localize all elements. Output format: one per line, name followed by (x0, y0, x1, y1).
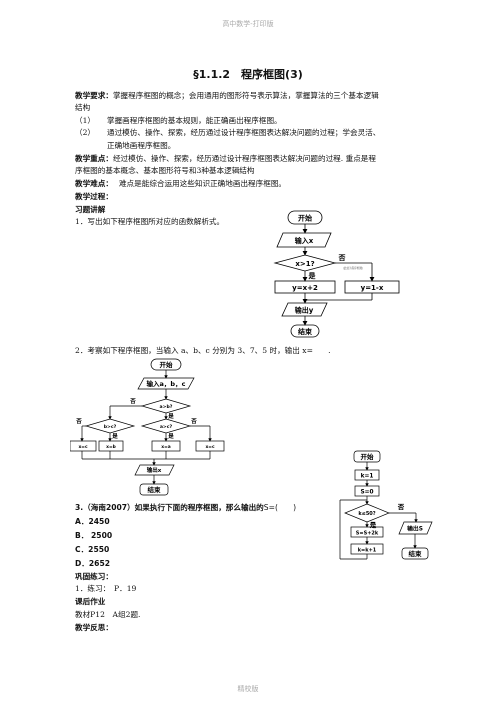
fc1-no-label: 否 (338, 254, 346, 262)
fc2-no-label-left: 否 (76, 417, 82, 425)
fc3-cond-text: k≤50? (358, 511, 375, 517)
fc2-process-2 (98, 440, 124, 452)
fc2-yes-label-right: 是 (167, 432, 174, 440)
fc3-end-terminal (401, 547, 429, 560)
consolidate-text: 1．练习： P．19 (75, 584, 137, 593)
fc2-process-3-text: x=a (161, 445, 171, 450)
fc1-input-text: 输入x (295, 236, 314, 245)
process-label: 教学过程： (75, 192, 113, 201)
fc1-right-proc-text: y=1-x (361, 284, 384, 292)
fc2-yes-label-left: 是 (111, 432, 118, 440)
question-3-text: 3.（海南2007）如果执行下面的程序框图，那么输出的 (75, 503, 264, 512)
fc2-output-parallelogram (134, 464, 175, 476)
question-3-blank: S=( ) (263, 503, 297, 512)
fc1-end-terminal (290, 324, 320, 338)
fc1-output-parallelogram (281, 302, 328, 317)
question-1: 1．写出如下程序框图所对应的函数解析式。 (75, 217, 225, 226)
option-a: A．2450 (75, 517, 110, 526)
difficulty-line: 教学难点： 难点是能综合运用这些知识正确地画出程序框图。 (75, 178, 286, 191)
fc1-yes-label: 是 (308, 271, 317, 280)
goals-item-1: 掌握画程序框图的基本规则，能正确画出程序框图。 (107, 116, 282, 125)
goals-item-2a: 通过模仿、操作、探索，经历通过设计程序框图表达解决问题的过程；学会灵活、 (107, 128, 381, 137)
fc2-process-1-text: x=c (78, 445, 88, 450)
homework-text: 教材P12 A组2题. (75, 610, 141, 619)
question-2: 2．考察如下程序框图，当输入 a、b、c 分别为 3、7、5 时，输出 x= . (75, 346, 331, 355)
difficulty-label: 教学难点： (75, 179, 113, 188)
goals-label: 教学要求： (75, 91, 113, 100)
fc2-process-2-text: x=b (106, 444, 116, 450)
flowchart-1: 开始 输入x x>1? 否 (此处为程序框图) 是 y=x+2 y=1-x 输出… (273, 210, 400, 338)
option-c: C．2550 (75, 545, 110, 554)
fc2-no-label-main: 否 (130, 397, 136, 405)
fc1-left-proc-text: y=x+2 (292, 284, 318, 292)
page-title: §1.1.2 程序框图(3) (193, 68, 303, 81)
fc2-process-4-text: x=c (205, 445, 215, 450)
fc1-output-text: 输出y (295, 306, 314, 315)
fc1-end-text: 结束 (297, 327, 313, 336)
fc3-init-s-text: S=0 (360, 490, 373, 496)
key-points-line-2: 序框图的基本概念、基本图形符号和3种基本逻辑结构 (75, 166, 255, 175)
goals-line-2: 结构 (75, 103, 91, 112)
fc2-start-text: 开始 (160, 360, 174, 369)
key-points-line-1: 教学重点：经过模仿、操作、探索，经历通过设计程序框图表达解决问题的过程. 重点是… (75, 153, 376, 166)
key-points-label: 教学重点： (75, 154, 113, 163)
fc3-increment-text: k=k+1 (358, 548, 377, 554)
fc2-cond-left-text: b>c? (104, 424, 117, 430)
fc2-cond-text: a>b? (160, 404, 173, 410)
goals-item-2b: 正确地画程序框图。 (107, 141, 176, 150)
goals-text: 掌握程序框图的概念；会用通用的图形符号表示算法，掌握算法的三个基本逻辑 (112, 91, 379, 100)
fc1-input-parallelogram (276, 232, 332, 248)
fc2-process-1 (70, 440, 97, 452)
reflection-label: 教学反思： (75, 623, 113, 632)
page-header: 高中数学-打印版 (222, 20, 274, 28)
flowchart-3: 开始 k=1 S=0 k≤50? 否 是 S=S+2k 输出S k=k+1 结束 (339, 450, 433, 560)
homework-label: 课后作业 (75, 597, 106, 606)
consolidate-label: 巩固练习： (75, 572, 113, 581)
question-3: 3.（海南2007）如果执行下面的程序框图，那么输出的S=( ) (75, 502, 296, 515)
page-footer: 精校版 (237, 685, 259, 693)
fc3-init-k-text: k=1 (361, 474, 374, 480)
option-b: B． 2500 (75, 531, 113, 540)
fc1-tiny-caption: (此处为程序框图) (343, 266, 363, 270)
goals-item-2-num: （2） (75, 128, 96, 137)
goals-item-1-num: （1） (75, 116, 96, 125)
fc2-end-text: 结束 (148, 485, 162, 494)
fc1-start-text: 开始 (298, 214, 312, 223)
fc2-input-text: 输入a，b，c (147, 379, 186, 388)
fc3-no-label: 否 (397, 503, 405, 511)
fc3-start-text: 开始 (361, 452, 375, 461)
fc2-input-parallelogram (137, 377, 195, 390)
flowchart-2: 开始 输入a，b，c a>b? 否 是 b>c? a>c? 否 是 是 否 x=… (70, 358, 225, 496)
fc3-yes-label: 是 (369, 520, 377, 529)
fc2-output-text: 输出x (147, 466, 162, 474)
examples-label: 习题讲解 (75, 205, 106, 214)
key-points-text: 经过模仿、操作、探索，经历通过设计程序框图表达解决问题的过程. 重点是程 (112, 154, 376, 163)
fc3-end-text: 结束 (409, 549, 423, 558)
fc3-output-text: 输出S (407, 525, 423, 533)
fc2-yes-label-main: 是 (167, 412, 174, 420)
fc2-cond-right-text: a>c? (160, 424, 173, 430)
goals-line-1: 教学要求：掌握程序框图的概念；会用通用的图形符号表示算法，掌握算法的三个基本逻辑 (75, 90, 379, 103)
fc3-body-text: S=S+2k (356, 531, 379, 537)
fc1-cond-text: x>1? (295, 260, 314, 268)
fc2-end-terminal (139, 483, 169, 496)
fc2-no-label-right: 否 (191, 417, 197, 425)
fc3-output-parallelogram (398, 521, 433, 535)
option-d: D．2652 (75, 559, 111, 568)
difficulty-text: 难点是能综合运用这些知识正确地画出程序框图。 (118, 179, 287, 188)
